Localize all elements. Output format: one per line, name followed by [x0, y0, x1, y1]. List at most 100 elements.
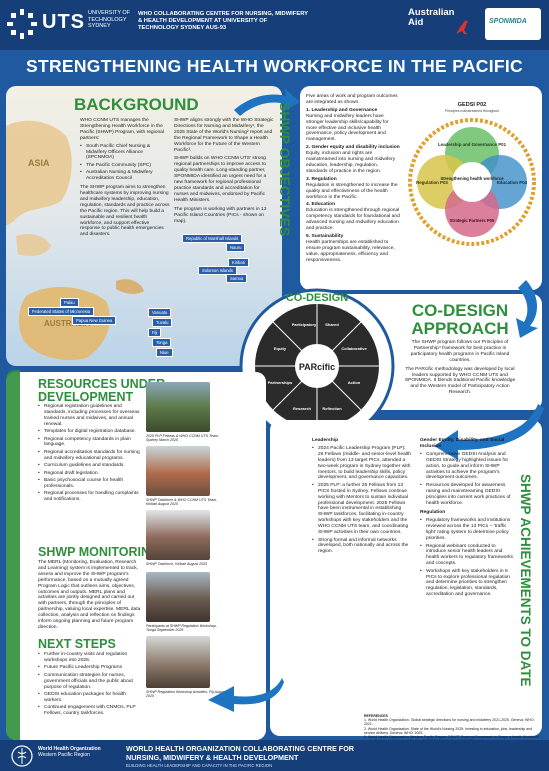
codesign-title-line2: APPROACH — [411, 319, 509, 338]
flow-arrow-2 — [516, 280, 538, 338]
country-tag: Nauru — [226, 243, 246, 252]
objective-heading: 4. Education — [306, 202, 336, 208]
achievements-vertical-title: SHWP ACHIEVEMENTS TO DATE — [518, 474, 533, 687]
gedsi-item: Resources developed for awareness raisin… — [420, 483, 516, 507]
resource-item: Regional competency standards in plain l… — [38, 437, 142, 449]
footer-bar — [0, 740, 549, 771]
map-label-australia: AUSTRALIA — [44, 319, 90, 328]
sponmida-logo: SPONMIDA — [485, 8, 541, 40]
objectives-venn-diagram: GEDSI P02 Principles mainstreamed throug… — [408, 102, 536, 246]
regulation-item: Regional webinars conducted to introduce… — [420, 544, 516, 568]
venn-p03: Regulation P03 — [416, 180, 448, 185]
resource-item: Regional draft legislation. — [38, 471, 142, 477]
regulation-heading: Regulation — [420, 510, 446, 516]
australian-aid-logo: Australian Aid — [408, 8, 468, 40]
codesign-para2: The PARcific methodology was developed b… — [404, 366, 516, 396]
references-heading: REFERENCES — [364, 714, 388, 718]
next-step-item: Further in-country visits and regulation… — [38, 652, 142, 664]
objective-text: Education is strengthened through region… — [306, 208, 400, 232]
venn-p05: Strategic Partners P05 — [450, 218, 495, 223]
photo-caption: SHWP Regulation Workshop Activities, Fij… — [146, 690, 226, 699]
next-steps-title: NEXT STEPS — [38, 637, 116, 651]
resources-title: RESOURCES UNDER DEVELOPMENT — [38, 378, 165, 404]
reference-item: 1. World Health Organization. Global str… — [364, 718, 535, 727]
achievements-gedsi-regulation: Gender Equity, Disability, and Social In… — [420, 438, 516, 600]
photo-caption: SHWP Taskforce & WHO CCNM UTS Team, Kiri… — [146, 498, 218, 507]
flow-arrow-1 — [234, 88, 300, 116]
country-tag: Federated States of Micronesia — [28, 307, 95, 316]
page-title: STRENGTHENING HEALTH WORKFORCE IN THE PA… — [25, 56, 523, 76]
venn-gedsi-sub: Principles mainstreamed throughout — [445, 109, 499, 113]
achievements-leadership: Leadership 2024 Pacific Leadership Progr… — [312, 438, 412, 557]
wheel-segment-label: Action — [348, 380, 361, 385]
country-tag: Kiribati — [228, 258, 249, 267]
wheel-segment-label: Reflection — [322, 406, 342, 411]
asia-landmass — [6, 120, 72, 226]
codesign-title: CO-DESIGN APPROACH — [400, 302, 520, 338]
photo-caption: 2025 PLP Fellows & WHO CCNM UTS Team, Sy… — [146, 434, 219, 443]
wheel-segment-label: Shared — [325, 322, 339, 327]
uts-logo-icon — [7, 9, 37, 39]
left-accent-bar — [6, 370, 20, 740]
regulation-item: Regulatory frameworks and institutions r… — [420, 518, 516, 542]
next-step-item: Future Pacific Leadership Programs — [38, 665, 142, 671]
country-tag: Solomon Islands — [198, 266, 237, 275]
reference-item: 2. World Health Organization. State of t… — [364, 726, 533, 735]
objective-heading: 1. Leadership and Governance — [306, 107, 378, 113]
objective-text: Health partnerships are established to e… — [306, 239, 395, 263]
resources-title-line1: RESOURCES UNDER — [38, 377, 166, 391]
partner-item: South Pacific Chief Nursing & Midwifery … — [80, 144, 170, 162]
resource-item: Regional processes for handling complain… — [38, 491, 142, 503]
uts-subtitle: UNIVERSITY OF TECHNOLOGY SYDNEY — [88, 10, 131, 29]
gedsi-ring — [408, 118, 536, 246]
country-tag: Fiji — [148, 328, 162, 337]
wheel-center-label: PARcific — [299, 362, 335, 372]
venn-p01: Leadership and Governance P01 — [438, 142, 507, 147]
island-landmass — [16, 234, 51, 256]
wheel-segment-label: Equity — [274, 346, 287, 351]
next-step-item: GEDSI education packages for health work… — [38, 692, 142, 704]
photo-caption: Participants at SHWP Regulation Workshop… — [146, 624, 217, 633]
objective-heading: 2. Gender equity and disability inclusio… — [306, 145, 400, 151]
sponmida-text: SPONMIDA — [489, 18, 527, 25]
background-intro: WHO CCNM UTS manages the Strengthening H… — [80, 118, 164, 141]
objective-heading: 3. Regulation — [306, 176, 337, 182]
wheel-segment-label: Partnerships — [268, 380, 293, 385]
country-tag: Tuvalu — [152, 318, 173, 327]
wheel-title: CO-DESIGN — [286, 292, 348, 304]
wheel-segment-label: Participatory — [292, 322, 317, 327]
kangaroo-icon — [456, 20, 468, 34]
next-steps-list: Further in-country visits and regulation… — [38, 652, 142, 719]
resource-item: Regional accreditation standards for nur… — [38, 450, 142, 462]
resource-item: Templates for digital registration datab… — [38, 429, 142, 435]
gedsi-heading: Gender Equity, Disability, and Social In… — [420, 438, 505, 449]
resource-item: Regional registration guidelines and sta… — [38, 404, 142, 428]
gedsi-list: Comprehensive GEDSI Analysis and GEDSI S… — [420, 452, 516, 507]
aus-aid-line1: Australian — [408, 7, 455, 18]
country-tag: Tonga — [152, 338, 172, 347]
venn-p04: Education P04 — [497, 180, 528, 185]
wheel-center — [295, 344, 339, 388]
country-tag: Republic of Marshall Islands — [182, 234, 243, 243]
country-tag: Samoa — [226, 274, 248, 283]
photo-regulation-workshop-tonga — [146, 572, 210, 622]
photo-taskforce-kiribati — [146, 510, 210, 560]
wheel-segment-label: Collaborative — [341, 346, 367, 351]
resources-list: Regional registration guidelines and sta… — [38, 404, 142, 505]
flow-arrow-4 — [208, 678, 284, 712]
footer-title: WORLD HEALTH ORGANIZATION COLLABORATING … — [126, 744, 354, 762]
next-step-item: Continued engagement with CNMOs, PLP Fel… — [38, 705, 142, 717]
objectives-title: SHWP OBJECTIVES — [277, 102, 293, 236]
resource-item: Basic psychosocial course for health pro… — [38, 478, 142, 490]
partner-item: The Pacific Community (SPC) — [80, 163, 170, 169]
regulation-list: Regulatory frameworks and institutions r… — [420, 518, 516, 598]
uts-name: UTS — [42, 11, 85, 33]
objective-text: Equity, inclusion and rights are mainstr… — [306, 151, 396, 174]
partner-item: Australian Nursing & Midwifery Accredita… — [80, 170, 170, 182]
resource-item: Curriculum guidelines and standards. — [38, 463, 142, 469]
photo-taskforce-team — [146, 446, 210, 496]
who-cc-title: WHO COLLABORATING CENTRE FOR NURSING, MI… — [138, 11, 308, 31]
photo-caption: SHWP Taskforce, Kiribati August 2025 — [146, 562, 208, 566]
pacific-map: ASIA AUSTRALIA — [6, 120, 144, 361]
background-col2: SHWP aligns strongly with the WHO Strate… — [174, 118, 274, 224]
